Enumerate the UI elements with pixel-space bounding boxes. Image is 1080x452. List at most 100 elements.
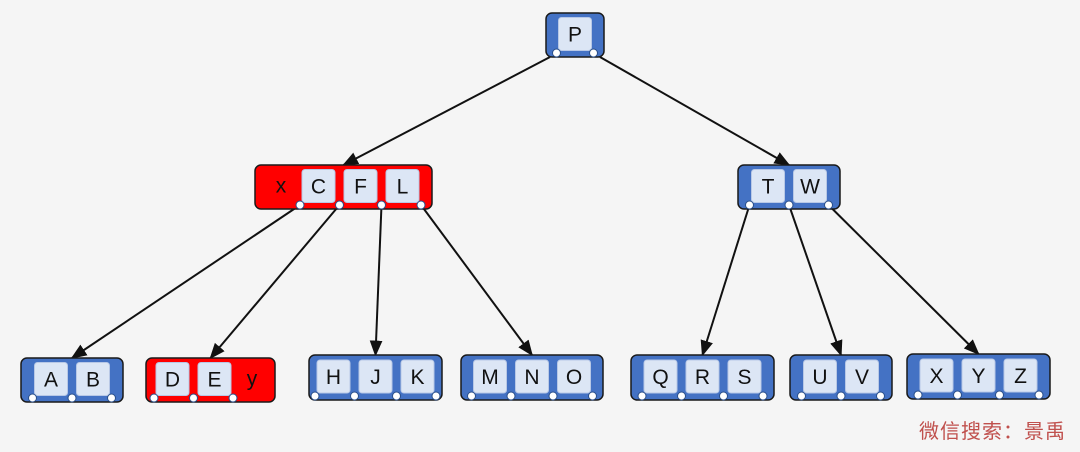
pointer-dot <box>876 391 885 401</box>
edge-tw-uv <box>788 204 843 357</box>
key-cell <box>343 169 378 203</box>
key-cell <box>197 362 232 396</box>
key-label: T <box>762 176 775 199</box>
key-label: C <box>311 176 326 199</box>
key-cell <box>727 359 762 394</box>
pointer-dot <box>149 393 159 403</box>
key-label: D <box>165 369 180 392</box>
pointer-dot <box>228 393 238 403</box>
key-cell <box>751 169 785 203</box>
key-label: O <box>566 366 582 389</box>
edge-p-cfl <box>342 56 551 166</box>
key-label: L <box>397 176 409 199</box>
pointer-dot <box>552 48 561 58</box>
pointer-dot <box>824 200 833 210</box>
pointer-dot <box>310 391 320 401</box>
node-extra-key: x <box>276 175 287 198</box>
key-cell <box>919 358 954 393</box>
key-label: P <box>568 24 582 47</box>
key-label: N <box>524 366 539 389</box>
key-label: W <box>800 176 820 199</box>
pointer-dot <box>431 391 441 401</box>
node-p: P <box>545 12 605 58</box>
pointer-dot <box>589 48 598 58</box>
key-cell <box>803 359 837 394</box>
edge-cfl-hjk <box>369 204 383 357</box>
pointer-dot <box>67 393 77 403</box>
key-cell <box>685 359 720 394</box>
key-label: A <box>44 369 58 392</box>
pointer-dot <box>1034 390 1044 400</box>
key-cell <box>793 169 827 203</box>
edge-tw-xyz <box>827 204 980 356</box>
key-cell <box>473 359 507 394</box>
key-cell <box>301 169 336 203</box>
pointer-dot <box>719 391 728 401</box>
key-cell <box>385 169 420 203</box>
key-label: E <box>207 369 221 392</box>
node-qrs: Q R S <box>630 354 775 401</box>
edges-layer <box>70 56 980 360</box>
key-label: J <box>370 366 381 389</box>
watermark: 微信搜索：景禹 <box>919 419 1066 443</box>
key-cell <box>557 359 591 394</box>
pointer-dot <box>506 391 516 401</box>
key-cell <box>76 362 110 396</box>
key-label: Q <box>652 366 668 389</box>
pointer-dot <box>745 200 754 210</box>
pointer-dot <box>758 391 768 401</box>
edge-p-tw <box>599 56 791 166</box>
key-cell <box>34 362 68 396</box>
key-label: H <box>326 366 341 389</box>
key-cell <box>155 362 190 396</box>
key-cell <box>961 358 996 393</box>
key-cell <box>558 17 592 51</box>
key-label: Z <box>1014 365 1027 388</box>
node-extra-key: y <box>247 368 258 391</box>
key-cell <box>1003 358 1038 393</box>
edge-cfl-mno <box>420 204 533 357</box>
pointer-dot <box>377 200 386 210</box>
key-label: U <box>812 366 827 389</box>
pointer-dot <box>335 200 344 210</box>
key-cell <box>358 359 393 394</box>
pointer-dot <box>995 390 1004 400</box>
node-xyz: X Y Z <box>906 353 1051 400</box>
pointer-dot <box>677 391 686 401</box>
pointer-dot <box>189 393 198 403</box>
pointer-dot <box>784 200 794 210</box>
key-label: F <box>354 176 367 199</box>
key-cell <box>515 359 549 394</box>
edge-cfl-ab <box>70 204 301 359</box>
key-label: K <box>410 366 424 389</box>
key-label: B <box>86 369 100 392</box>
pointer-dot <box>392 391 401 401</box>
pointer-dot <box>637 391 647 401</box>
key-cell <box>316 359 351 394</box>
key-label: R <box>695 366 710 389</box>
key-label: S <box>737 366 751 389</box>
edge-tw-qrs <box>700 204 751 357</box>
key-label: X <box>929 365 943 388</box>
pointer-dot <box>588 391 597 401</box>
pointer-dot <box>416 200 426 210</box>
pointer-dot <box>913 390 923 400</box>
key-cell <box>845 359 879 394</box>
pointer-dot <box>953 390 962 400</box>
pointer-dot <box>350 391 359 401</box>
pointer-dot <box>107 393 116 403</box>
key-cell <box>643 359 678 394</box>
edge-cfl-de <box>209 204 341 360</box>
key-cell <box>400 359 435 394</box>
pointer-dot <box>28 393 37 403</box>
key-label: Y <box>971 365 985 388</box>
pointer-dot <box>836 391 846 401</box>
